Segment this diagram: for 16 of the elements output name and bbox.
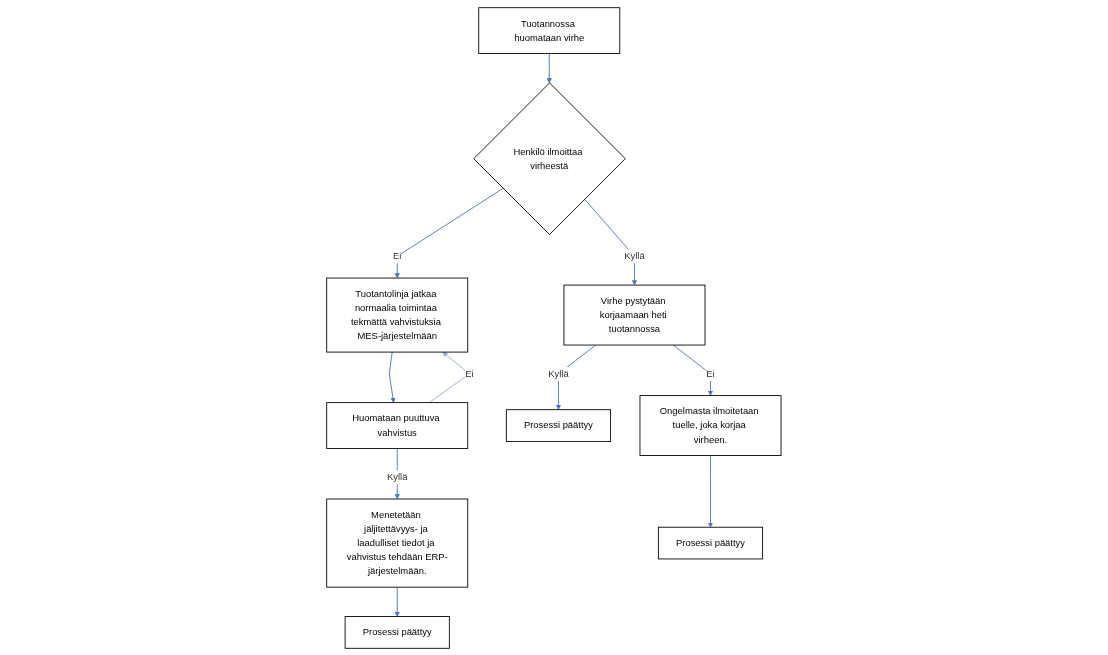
node-box: Tuotannossa huomataan virhe	[478, 6, 621, 54]
node-box: Tuotantolinja jatkaa normaalia toimintaa tekmättä vahvistuksia MES-järjestelmään	[326, 277, 469, 353]
node-box: Prosessi päättyy	[506, 408, 612, 442]
node-box: Prosessi päättyy	[658, 526, 764, 559]
node-box: Menetetään jäljitettävyys- ja laadulliset tiedot ja vahvistus tehdään ERP-järjestelmään.	[326, 498, 469, 588]
node-box: Ongelmasta ilmoitetaan tuelle, joka korjaa virheen.	[639, 394, 782, 456]
edge-label: Kyllä	[548, 368, 569, 379]
node-box: Huomataan puuttuva vahvistus	[326, 401, 469, 449]
node-box: Virhe pystytään korjaamaan heti tuotannossa	[563, 284, 706, 345]
node-box: Prosessi päättyy	[344, 615, 450, 649]
edge-label: Ei	[393, 250, 402, 261]
edge-label: Kyllä	[387, 471, 408, 482]
edge-label: Ei	[465, 368, 474, 379]
node-diamond: Henkilö ilmoittaa virheestä	[473, 82, 626, 235]
edge-label: Kyllä	[624, 250, 645, 261]
edge-label: Ei	[706, 368, 715, 379]
